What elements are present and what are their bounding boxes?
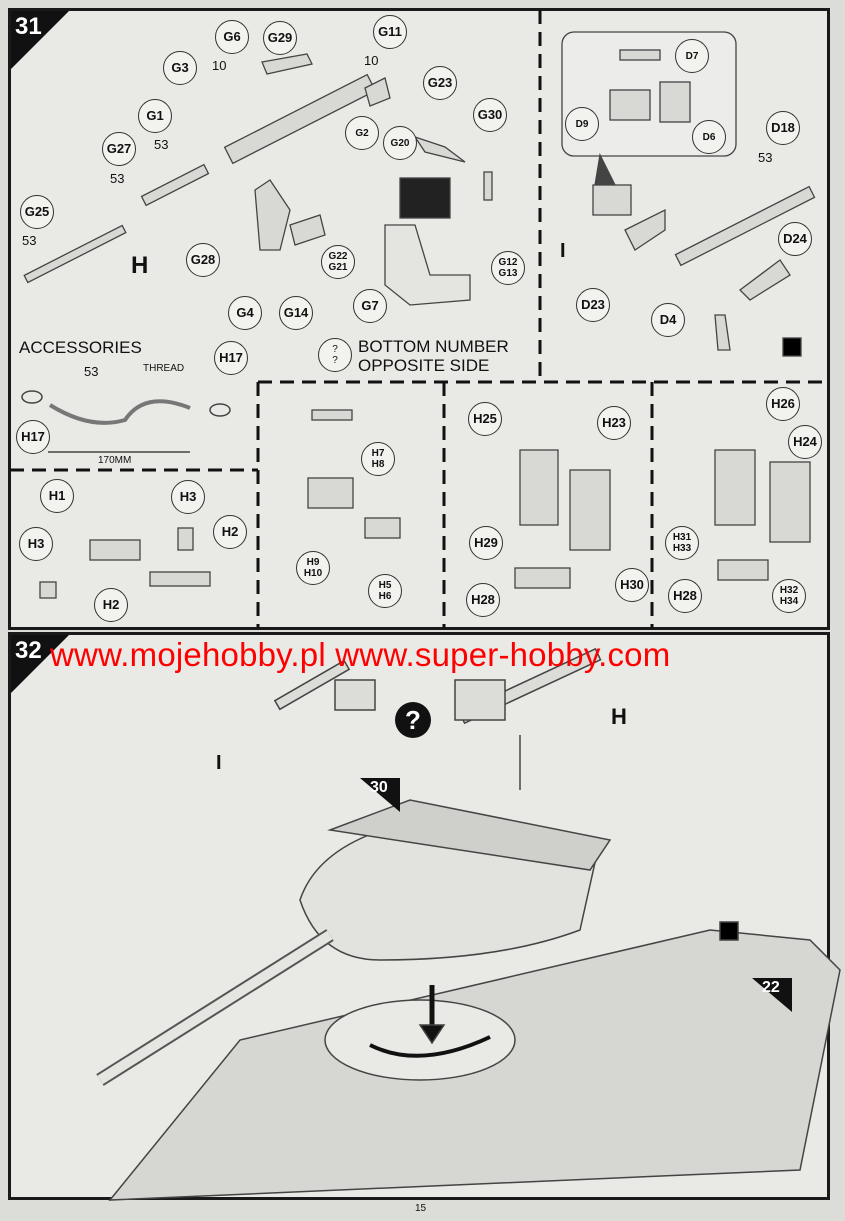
callout-g11: G11 <box>373 15 407 49</box>
callout-h23: H23 <box>597 406 631 440</box>
quantity-g11: 10 <box>364 53 379 68</box>
question-icon: ? <box>395 702 431 738</box>
ref-step-22-marker: 22 <box>752 978 792 1012</box>
quantity-d18: 53 <box>758 150 773 165</box>
part-code: H5 <box>378 580 392 591</box>
part-code: G12 <box>498 257 518 268</box>
callout-d9: D9 <box>565 107 599 141</box>
tow-cable-drawing <box>21 390 231 453</box>
step-number: 31 <box>15 13 42 40</box>
callout-g30: G30 <box>473 98 507 132</box>
callout-h29: H29 <box>469 526 503 560</box>
callout-h24: H24 <box>788 425 822 459</box>
callout-h3: H3 <box>171 480 205 514</box>
step-number-badge <box>11 635 69 693</box>
part-code: H34 <box>779 596 799 607</box>
callout-h26: H26 <box>766 387 800 421</box>
part-code: H9 <box>306 557 320 568</box>
part-code: H8 <box>371 459 385 470</box>
part-code: H31 <box>672 532 692 543</box>
callout-g7: G7 <box>353 289 387 323</box>
tank-drawing <box>96 647 841 1201</box>
part-code: H33 <box>672 543 692 554</box>
callout-g4: G4 <box>228 296 262 330</box>
ref-step-30: 30 <box>370 779 388 796</box>
callout-g1: G1 <box>138 99 172 133</box>
callout-g29: G29 <box>263 21 297 55</box>
note-symbol-bottom: ? <box>332 355 338 366</box>
callout-h3: H3 <box>19 527 53 561</box>
gun-i-label: I <box>216 752 222 774</box>
callout-d7: D7 <box>675 39 709 73</box>
part-code: H32 <box>779 585 799 596</box>
gun-h-drawing <box>23 53 493 306</box>
callout-g27: G27 <box>102 132 136 166</box>
quantity-g25: 53 <box>22 233 37 248</box>
page-number: 15 <box>415 1203 427 1214</box>
callout-g3: G3 <box>163 51 197 85</box>
thread-label: THREAD <box>143 363 185 374</box>
callout-d4: D4 <box>651 303 685 337</box>
callout-d6: D6 <box>692 120 726 154</box>
part-code: G22 <box>328 251 348 262</box>
callout-h30: H30 <box>615 568 649 602</box>
note-line-1: BOTTOM NUMBER <box>358 337 509 356</box>
accessories-title: ACCESSORIES <box>19 338 142 357</box>
stowage-boxes-drawing <box>39 409 811 599</box>
note-symbol-top: ? <box>332 344 338 355</box>
quantity-g1: 53 <box>154 137 169 152</box>
callout-g28: G28 <box>186 243 220 277</box>
callout-h2: H2 <box>213 515 247 549</box>
callout-h28: H28 <box>668 579 702 613</box>
gun-h-label: H <box>611 704 627 729</box>
step-number: 32 <box>15 637 42 664</box>
gun-h-label: H <box>131 252 149 279</box>
callout-d24: D24 <box>778 222 812 256</box>
note-symbol: ?? <box>318 338 352 372</box>
ref-step-22: 22 <box>762 979 780 996</box>
quantity-g6: 10 <box>212 58 227 73</box>
part-code: H10 <box>303 568 323 579</box>
callout-g20: G20 <box>383 126 417 160</box>
callout-g23: G23 <box>423 66 457 100</box>
callout-d18: D18 <box>766 111 800 145</box>
gun-i-label: I <box>560 240 566 262</box>
callout-h1: H1 <box>40 479 74 513</box>
section-dividers <box>10 10 828 628</box>
part-code: H6 <box>378 591 392 602</box>
part-code: G21 <box>328 262 348 273</box>
callout-h2: H2 <box>94 588 128 622</box>
question-mark: ? <box>405 704 421 735</box>
length-label: 170MM <box>98 455 132 466</box>
part-code: H7 <box>371 448 385 459</box>
part-code: G13 <box>498 268 518 279</box>
ref-step-30-marker: 30 <box>360 778 400 812</box>
note-line-2: OPPOSITE SIDE <box>358 356 490 375</box>
callout-g14: G14 <box>279 296 313 330</box>
callout-g6: G6 <box>215 20 249 54</box>
callout-h17: H17 <box>16 420 50 454</box>
step-number-badge <box>11 11 69 69</box>
callout-h28: H28 <box>466 583 500 617</box>
watermark: www.mojehobby.pl www.super-hobby.com <box>50 636 671 673</box>
callout-h25: H25 <box>468 402 502 436</box>
callout-d23: D23 <box>576 288 610 322</box>
callout-h17: H17 <box>214 341 248 375</box>
quantity-rope: 53 <box>84 364 99 379</box>
quantity-g27: 53 <box>110 171 125 186</box>
callout-g25: G25 <box>20 195 54 229</box>
callout-g2: G2 <box>345 116 379 150</box>
